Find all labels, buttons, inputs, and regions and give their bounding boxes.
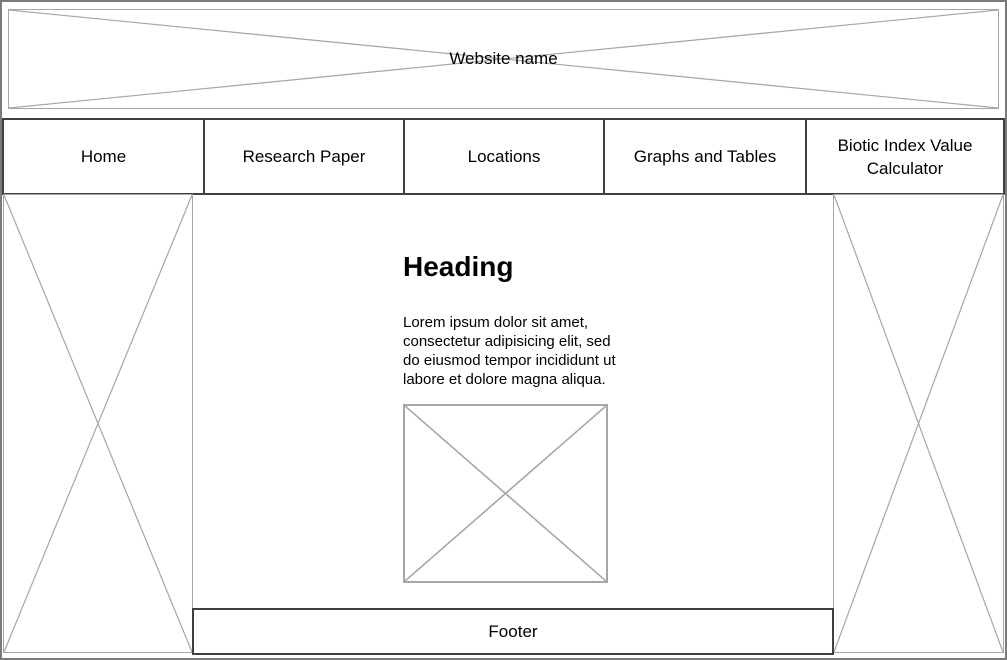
left-sidebar-placeholder (3, 194, 193, 653)
nav-item-label: Home (80, 147, 127, 166)
header-banner-placeholder: Website name (8, 9, 999, 109)
page-heading: Heading (403, 251, 514, 282)
image-placeholder-x-icon (834, 195, 1003, 652)
nav-item-label: Biotic Index Value Calculator (837, 135, 973, 178)
image-placeholder-x-icon (405, 406, 606, 581)
nav-item-locations[interactable]: Locations (403, 120, 603, 193)
nav-item-biotic-index-value-calculator[interactable]: Biotic Index Value Calculator (805, 120, 1003, 193)
footer: Footer (192, 608, 834, 655)
nav-item-home[interactable]: Home (4, 120, 203, 193)
nav-item-research-paper[interactable]: Research Paper (203, 120, 403, 193)
content-image-placeholder (403, 404, 608, 583)
right-sidebar-placeholder (833, 194, 1004, 653)
image-placeholder-x-icon (9, 10, 998, 108)
body-paragraph: Lorem ipsum dolor sit amet, consectetur … (403, 314, 616, 388)
nav-item-label: Locations (467, 147, 541, 166)
nav-item-graphs-and-tables[interactable]: Graphs and Tables (603, 120, 805, 193)
nav-item-label: Graphs and Tables (633, 147, 777, 166)
website-name-label: Website name (449, 49, 558, 68)
nav-bar: Home Research Paper Locations Graphs and… (2, 118, 1005, 195)
footer-label: Footer (488, 621, 538, 641)
nav-item-label: Research Paper (242, 147, 366, 166)
image-placeholder-x-icon (4, 195, 192, 652)
